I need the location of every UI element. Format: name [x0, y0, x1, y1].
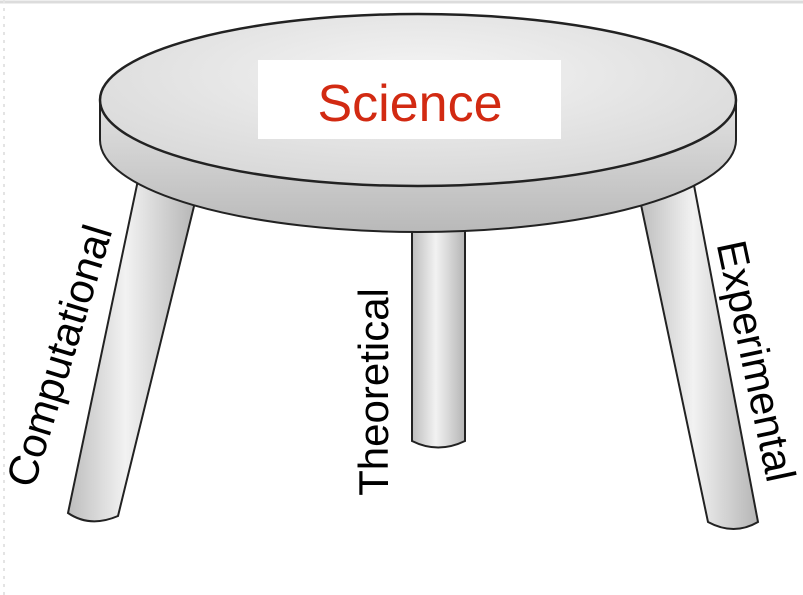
stool-leg-back [412, 225, 465, 448]
seat-label-science: Science [318, 75, 503, 133]
leg-label-theoretical: Theoretical [350, 288, 397, 496]
seat-label-box: Science [258, 60, 561, 139]
